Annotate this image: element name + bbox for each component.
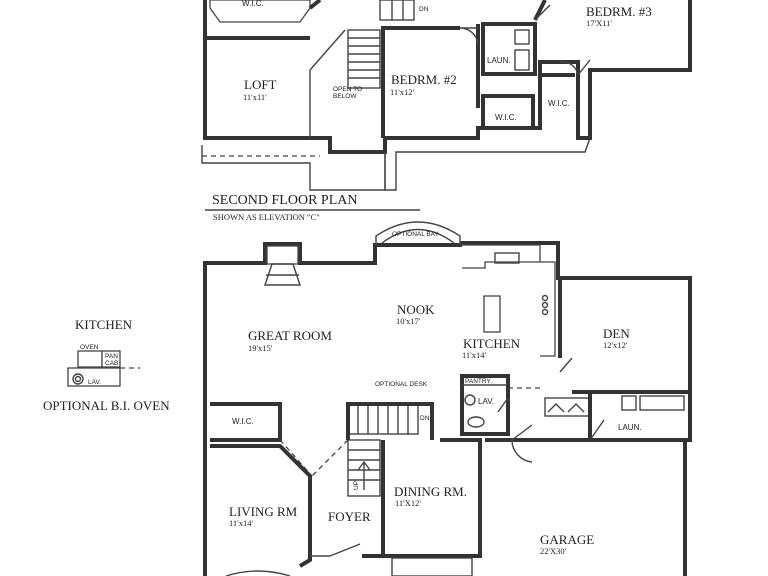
- inset-sink-inner: [74, 375, 82, 383]
- wic-right-label: W.I.C.: [548, 99, 570, 108]
- living-bay: [225, 570, 291, 576]
- inset-oven-label: OVEN: [80, 344, 99, 351]
- kitchen-island: [483, 295, 501, 333]
- entry-door: [391, 557, 473, 576]
- dining-room-label: DINING RM.: [394, 484, 467, 499]
- laundry-fold-door: [547, 403, 585, 413]
- loft-size: 11'x11': [243, 92, 267, 102]
- kitchen-inset: KITCHEN OVEN PAN CAB LAV. OPTIONAL B.I. …: [43, 317, 170, 413]
- wic-top-outline: [209, 0, 311, 23]
- kitchen-counters: [462, 244, 556, 357]
- inset-pan-label: PAN: [105, 353, 118, 360]
- first-floor-outer-wall: [203, 241, 692, 576]
- den-door: [559, 357, 573, 373]
- bedroom2-walls: [381, 26, 460, 138]
- laundry-label-1f: LAUN.: [618, 423, 642, 432]
- living-room-wall: [210, 444, 312, 568]
- inset-cab-label: CAB: [105, 360, 118, 367]
- den-label: DEN: [603, 326, 630, 341]
- stairs-dn-label: DN: [420, 415, 430, 422]
- foyer-label: FOYER: [328, 509, 371, 524]
- fireplace: [264, 245, 301, 286]
- nook-label: NOOK: [397, 302, 435, 317]
- open-to-below-line1: OPEN TO: [333, 86, 362, 93]
- garage-label: GARAGE: [540, 532, 594, 547]
- inset-lav-label: LAV.: [88, 379, 101, 386]
- laundry-machine: [514, 49, 530, 71]
- bedroom3-size: 17'X11': [586, 18, 612, 28]
- second-floor-subtitle: SHOWN AS ELEVATION "C": [213, 212, 320, 222]
- optional-desk-label: OPTIONAL DESK: [375, 381, 428, 388]
- second-floor-dn-label: DN: [419, 6, 429, 13]
- living-room-label: LIVING RM: [229, 504, 298, 519]
- lower-outline-right: [384, 137, 591, 191]
- loft-label: LOFT: [244, 77, 277, 92]
- laundry-sink: [514, 29, 530, 45]
- wic-label-1f: W.I.C.: [232, 417, 254, 426]
- bedroom2-size: 11'x12': [390, 87, 414, 97]
- dining-room-size: 11'X12': [395, 498, 421, 508]
- cooktop-burner-3: [541, 308, 549, 316]
- garage-door-swing: [511, 424, 533, 463]
- laundry-machines: [544, 397, 591, 417]
- inset-caption: OPTIONAL B.I. OVEN: [43, 398, 170, 413]
- optional-bay: [375, 221, 461, 245]
- optional-desk-wall: [346, 402, 434, 440]
- bedroom3-door: [534, 4, 551, 21]
- den-size: 12'x12': [603, 340, 628, 350]
- cooktop-burner-2: [541, 301, 549, 309]
- first-floor-plan: OPTIONAL BAY: [203, 221, 692, 576]
- second-floor-title: SECOND FLOOR PLAN: [212, 193, 357, 208]
- great-room-size: 19'x15': [248, 343, 273, 353]
- wic-top-label: W.I.C.: [242, 0, 264, 8]
- pantry-label: PANTRY: [465, 378, 491, 385]
- bedroom2-label: BEDRM. #2: [391, 72, 457, 87]
- bedroom3-walls: [533, 0, 547, 21]
- inset-counter: [67, 367, 121, 387]
- foyer-opening-dash: [311, 439, 349, 477]
- second-floor-plan: W.I.C. LOFT 11'x11' OPEN TO BELOW DN BED…: [201, 0, 692, 222]
- kitchen-sink: [494, 252, 520, 264]
- laundry-walls: [481, 22, 537, 76]
- cooktop-burner-1: [541, 294, 549, 302]
- optional-bay-inner: [381, 228, 455, 244]
- wic-center-label: W.I.C.: [495, 113, 517, 122]
- laundry-door: [589, 419, 605, 441]
- lav-door: [497, 397, 509, 413]
- wic-right-door: [559, 59, 591, 76]
- stairs-up-label: UP: [353, 481, 360, 490]
- inset-title: KITCHEN: [75, 317, 133, 332]
- open-to-below-wall: [308, 0, 322, 10]
- laundry-label: LAUN.: [487, 56, 511, 65]
- kitchen-label: KITCHEN: [463, 336, 521, 351]
- wic-center-walls: [481, 94, 535, 130]
- bedroom3-label: BEDRM. #3: [586, 4, 652, 19]
- pantry-walls: [460, 374, 510, 436]
- dining-room-wall: [381, 438, 482, 558]
- lav-sink: [464, 394, 476, 406]
- lav-toilet: [467, 416, 485, 428]
- garage-size: 22'X30': [540, 546, 567, 556]
- open-to-below-line2: BELOW: [333, 93, 357, 100]
- kitchen-size: 11'x14': [462, 350, 486, 360]
- inset-pan-cab: [101, 350, 121, 368]
- bedroom2-door: [459, 27, 479, 45]
- foyer-closet-door: [329, 543, 361, 557]
- living-room-size: 11'x14': [229, 518, 253, 528]
- second-floor-stairs: [347, 0, 415, 89]
- laundry-counter-1f: [639, 395, 685, 411]
- open-to-below-diag: [309, 29, 346, 71]
- wic-walls: [210, 402, 282, 442]
- lav-label: LAV.: [478, 397, 494, 406]
- nook-size: 10'x17': [396, 316, 421, 326]
- laundry-sink-1f: [621, 395, 637, 411]
- great-room-label: GREAT ROOM: [248, 328, 332, 343]
- inset-oven: [77, 350, 103, 368]
- optional-bay-label: OPTIONAL BAY: [392, 231, 440, 238]
- inset-sink: [72, 373, 84, 385]
